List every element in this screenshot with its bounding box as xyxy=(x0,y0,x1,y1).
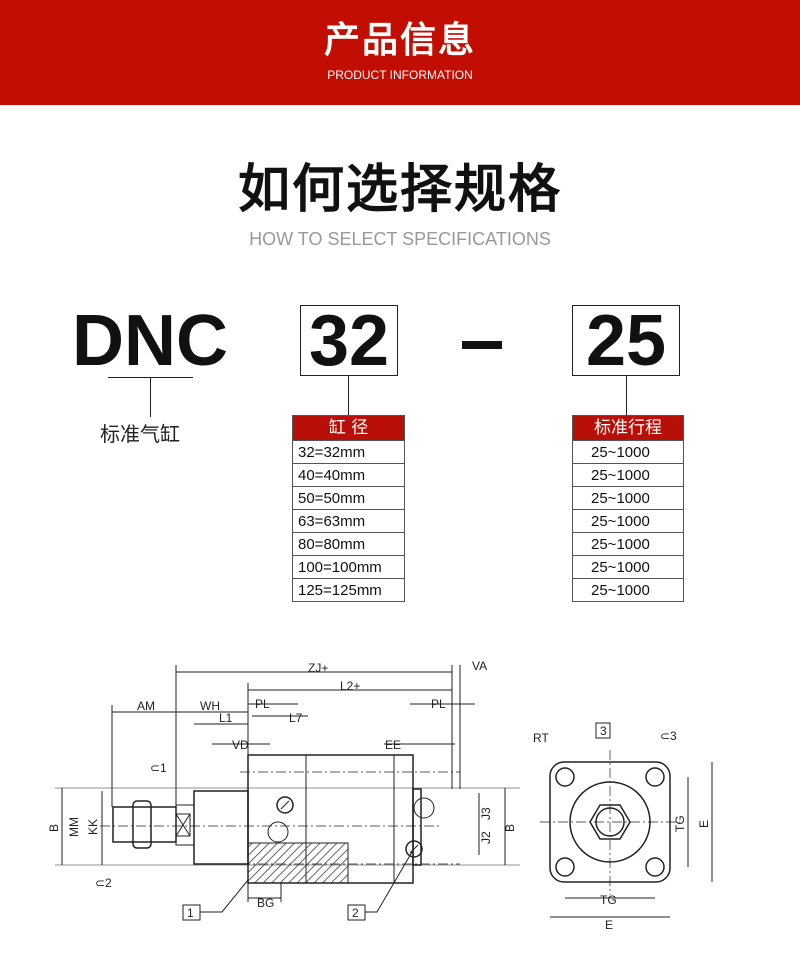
stroke-code-box: 25 xyxy=(572,305,680,377)
dim-j3: J3 xyxy=(479,807,493,820)
wrench-3-label: ⊂3 xyxy=(660,729,677,743)
table-row: 25~1000 xyxy=(573,555,683,578)
table-row: 25~1000 xyxy=(573,532,683,555)
table-row: 32=32mm xyxy=(293,440,404,463)
dim-wh: WH xyxy=(200,699,220,713)
separator-dash xyxy=(462,341,502,349)
section-subtitle: HOW TO SELECT SPECIFICATIONS xyxy=(249,229,551,249)
wrench-2-label: ⊂2 xyxy=(95,876,112,890)
table-row: 25~1000 xyxy=(573,509,683,532)
dim-j2: J2 xyxy=(479,831,493,844)
dim-vd: VD xyxy=(232,738,249,752)
table-row: 80=80mm xyxy=(293,532,404,555)
table-row: 100=100mm xyxy=(293,555,404,578)
series-pointer xyxy=(150,377,151,417)
header-banner: 产品信息 PRODUCT INFORMATION xyxy=(0,0,800,105)
dim-b-left: B xyxy=(47,824,61,832)
stroke-pointer xyxy=(626,376,627,415)
stroke-table: 标准行程 25~1000 25~1000 25~1000 25~1000 25~… xyxy=(572,415,684,602)
stroke-table-header: 标准行程 xyxy=(573,416,683,440)
dim-va: VA xyxy=(472,659,487,673)
dim-l1: L1 xyxy=(219,711,233,725)
dim-zj: ZJ+ xyxy=(308,661,328,675)
bore-pointer xyxy=(348,376,349,415)
dim-tg-horizontal: TG xyxy=(600,893,617,907)
bore-table-header: 缸 径 xyxy=(293,416,404,440)
dim-mm: MM xyxy=(67,817,81,837)
callout-box-3 xyxy=(595,722,611,739)
series-label: 标准气缸 xyxy=(100,422,180,446)
dim-e-horizontal: E xyxy=(605,918,613,932)
cylinder-dimension-drawing: ZJ+ VA L2+ AM WH PL PL L1 L7 VD EE ⊂1 ⊂2… xyxy=(47,659,713,932)
dim-rt: RT xyxy=(533,731,549,745)
dim-e-vertical: E xyxy=(697,820,711,828)
dim-pl-left: PL xyxy=(255,697,270,711)
dim-l2: L2+ xyxy=(340,679,360,693)
rod-nut xyxy=(132,800,152,849)
bore-code-box: 32 xyxy=(300,305,398,377)
table-row: 25~1000 xyxy=(573,463,683,486)
dim-ee: EE xyxy=(385,738,401,752)
table-row: 25~1000 xyxy=(573,486,683,509)
dim-kk: KK xyxy=(86,819,100,835)
banner-subtitle: PRODUCT INFORMATION xyxy=(327,68,473,82)
callout-1: 1 xyxy=(187,906,194,920)
dim-tg-vertical: TG xyxy=(673,815,687,832)
dim-pl-right: PL xyxy=(431,697,446,711)
table-row: 25~1000 xyxy=(573,578,683,601)
bore-table: 缸 径 32=32mm 40=40mm 50=50mm 63=63mm 80=8… xyxy=(292,415,405,602)
banner-title: 产品信息 xyxy=(323,20,476,61)
dim-am: AM xyxy=(137,699,155,713)
series-code: DNC xyxy=(72,301,228,381)
table-row: 40=40mm xyxy=(293,463,404,486)
dim-b-right: B xyxy=(503,824,517,832)
table-row: 63=63mm xyxy=(293,509,404,532)
table-row: 25~1000 xyxy=(573,440,683,463)
table-row: 125=125mm xyxy=(293,578,404,601)
section-title: 如何选择规格 xyxy=(237,160,562,220)
callout-2: 2 xyxy=(352,906,359,920)
piston-rod-thread xyxy=(112,806,177,843)
dim-bg: BG xyxy=(257,896,274,910)
wrench-1-label: ⊂1 xyxy=(150,761,167,775)
front-cover-boss xyxy=(193,790,249,865)
table-row: 50=50mm xyxy=(293,486,404,509)
callout-3: 3 xyxy=(600,724,607,738)
dim-l7: L7 xyxy=(289,711,303,725)
